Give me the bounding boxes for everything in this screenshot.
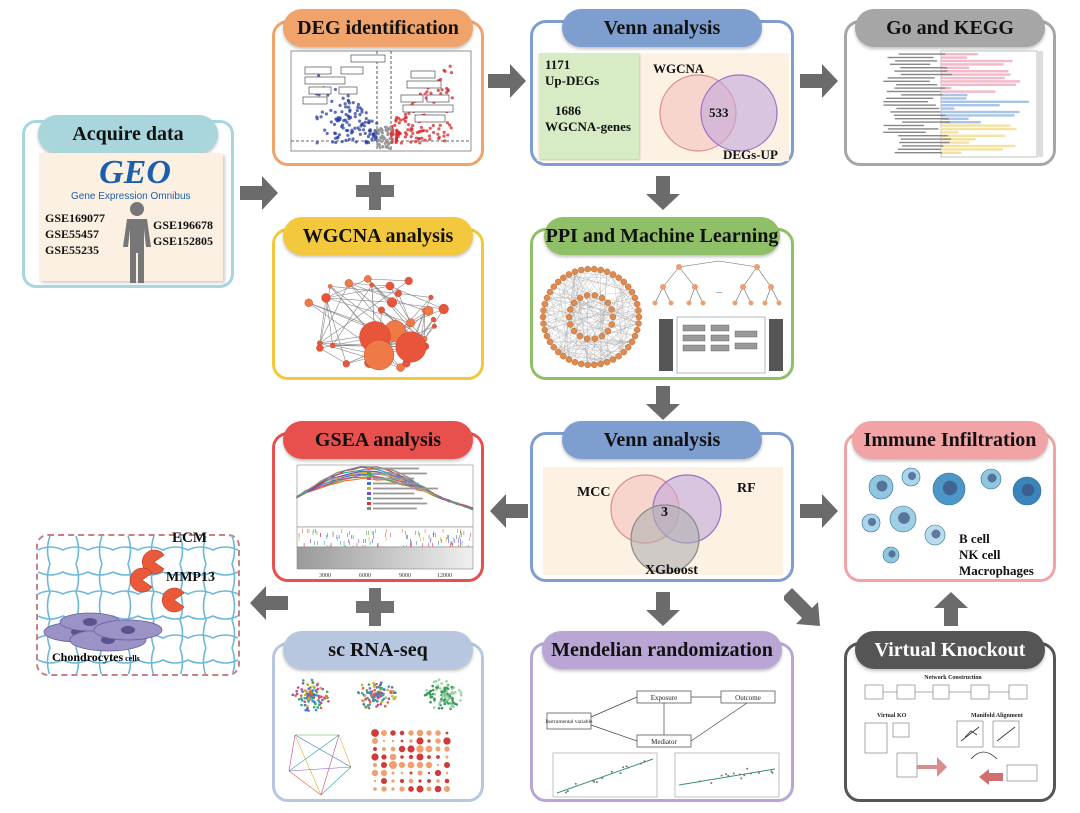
ko-virtual-label: Virtual KO xyxy=(877,713,907,719)
venn2-label-c: XGboost xyxy=(645,563,698,578)
svg-text:12000: 12000 xyxy=(437,573,452,579)
arrow-venn2-to-gsea xyxy=(490,494,528,528)
dataset-right-1: GSE196678 xyxy=(153,218,214,232)
ppi-network xyxy=(539,265,643,369)
venn1-title: Venn analysis xyxy=(562,9,762,47)
immune-cell-2: NK cell xyxy=(959,547,1001,562)
venn2-overlap: 3 xyxy=(661,505,668,520)
ppi-title: PPI and Machine Learning xyxy=(544,217,780,255)
venn1-overlap: 533 xyxy=(709,105,729,120)
plus-icon-deg-wgcna xyxy=(356,172,394,210)
volcano-plot xyxy=(290,50,472,152)
mr-title: Mendelian randomization xyxy=(542,631,782,669)
venn1-note2b: WGCNA-genes xyxy=(545,119,631,134)
wgcna-panel: WGCNA analysis xyxy=(272,217,484,380)
venn2-label-b: RF xyxy=(737,481,756,496)
acquire-data-title: Acquire data xyxy=(38,115,218,153)
arrow-venn-to-gokegg xyxy=(800,64,838,98)
dataset-left-1: GSE169077 xyxy=(45,211,106,225)
ko-diagram: Network Construction Virtual KO Manifold… xyxy=(864,675,1038,785)
scrna-plots xyxy=(288,678,463,796)
gsea-plot: 3000 6000 9000 12000 xyxy=(296,464,474,579)
ko-network-label: Network Construction xyxy=(924,675,982,681)
immune-title: Immune Infiltration xyxy=(852,421,1048,459)
svg-text:...: ... xyxy=(716,286,722,295)
ko-panel: Virtual Knockout Network Construction Vi… xyxy=(844,631,1056,802)
gokegg-panel: Go and KEGG xyxy=(844,9,1056,166)
ecm-chondro-sub: cells xyxy=(125,654,140,663)
immune-panel: Immune Infiltration B cell NK cell Macro… xyxy=(844,421,1056,582)
venn1-note2: 1686 xyxy=(555,103,581,118)
immune-cell-3: Macrophages xyxy=(959,563,1034,578)
ecm-mmp-label: MMP13 xyxy=(166,570,215,585)
arrow-deg-to-venn xyxy=(488,64,526,98)
gsea-title: GSEA analysis xyxy=(283,421,473,459)
venn1-panel: Venn analysis 1171 Up-DEGs 1686 WGCNA-ge… xyxy=(530,9,794,166)
wgcna-title: WGCNA analysis xyxy=(283,217,473,255)
immune-cells-illustration xyxy=(861,467,1042,564)
svg-text:3000: 3000 xyxy=(319,573,331,579)
venn2-title: Venn analysis xyxy=(562,421,762,459)
deg-title: DEG identification xyxy=(283,9,473,47)
geo-subtitle: Gene Expression Omnibus xyxy=(71,191,191,202)
ecm-label: ECM xyxy=(172,530,207,546)
arrow-gsea-to-ecm xyxy=(250,586,288,620)
venn2-diagram xyxy=(610,474,722,574)
mr-exposure: Exposure xyxy=(651,694,677,702)
human-silhouette-icon xyxy=(123,202,151,283)
venn1-note1: 1171 xyxy=(545,57,571,72)
geo-logo: GEO xyxy=(99,154,171,191)
volcano-dots xyxy=(314,64,454,151)
arrow-venn2-to-immune xyxy=(800,494,838,528)
dataset-right-2: GSE152805 xyxy=(153,234,214,248)
scrna-panel: sc RNA-seq xyxy=(272,631,484,802)
venn1-diagram xyxy=(659,74,778,152)
mr-instrument: Instrumental variable xyxy=(546,719,593,725)
gsea-panel: GSEA analysis 3000 6000 9000 12000 xyxy=(272,421,484,582)
deg-panel: DEG identification xyxy=(272,9,484,166)
venn2-label-a: MCC xyxy=(577,485,611,500)
mr-outcome: Outcome xyxy=(735,694,761,702)
go-bar-chart xyxy=(883,50,1043,158)
arrow-venn2-to-ko xyxy=(784,588,820,626)
ecm-mesh xyxy=(38,536,238,674)
dataset-left-3: GSE55235 xyxy=(45,243,100,257)
dataset-left-2: GSE55457 xyxy=(45,227,100,241)
arrow-venn-to-ppi xyxy=(646,176,680,210)
acquire-data-panel: Acquire data GEO Gene Expression Omnibus… xyxy=(22,115,234,288)
venn1-label-b: DEGs-UP xyxy=(723,147,778,162)
venn2-panel: Venn analysis MCC RF 3 XGboost xyxy=(530,421,794,582)
arrow-ppi-to-venn2 xyxy=(646,386,680,420)
venn1-note1b: Up-DEGs xyxy=(545,73,600,88)
scrna-title: sc RNA-seq xyxy=(283,631,473,669)
svg-text:6000: 6000 xyxy=(359,573,371,579)
gokegg-title: Go and KEGG xyxy=(855,9,1045,47)
mr-diagram: Exposure Outcome Mediator Instrumental v… xyxy=(546,690,780,798)
immune-cell-1: B cell xyxy=(959,531,990,546)
ppi-panel: PPI and Machine Learning ... xyxy=(530,217,794,380)
geo-logo-text: GEO xyxy=(99,154,171,191)
plus-icon-gsea-scrna xyxy=(356,588,394,626)
svg-text:9000: 9000 xyxy=(399,573,411,579)
ko-manifold-label: Manifold Alignment xyxy=(971,713,1023,719)
arrow-venn2-to-mr xyxy=(646,592,680,626)
ecm-chondro-text: Chondrocytes xyxy=(52,650,124,664)
arrow-ko-to-immune xyxy=(934,592,968,626)
mr-mediator: Mediator xyxy=(651,738,677,746)
ko-title: Virtual Knockout xyxy=(855,631,1045,669)
venn1-label-a: WGCNA xyxy=(653,61,705,76)
arrow-acquire-to-deg xyxy=(240,176,278,210)
ml-trees-diagram: ... xyxy=(652,260,783,374)
mr-panel: Mendelian randomization Exposure Outcome… xyxy=(530,631,794,802)
wgcna-network xyxy=(304,275,449,372)
venn1-note xyxy=(539,53,639,159)
